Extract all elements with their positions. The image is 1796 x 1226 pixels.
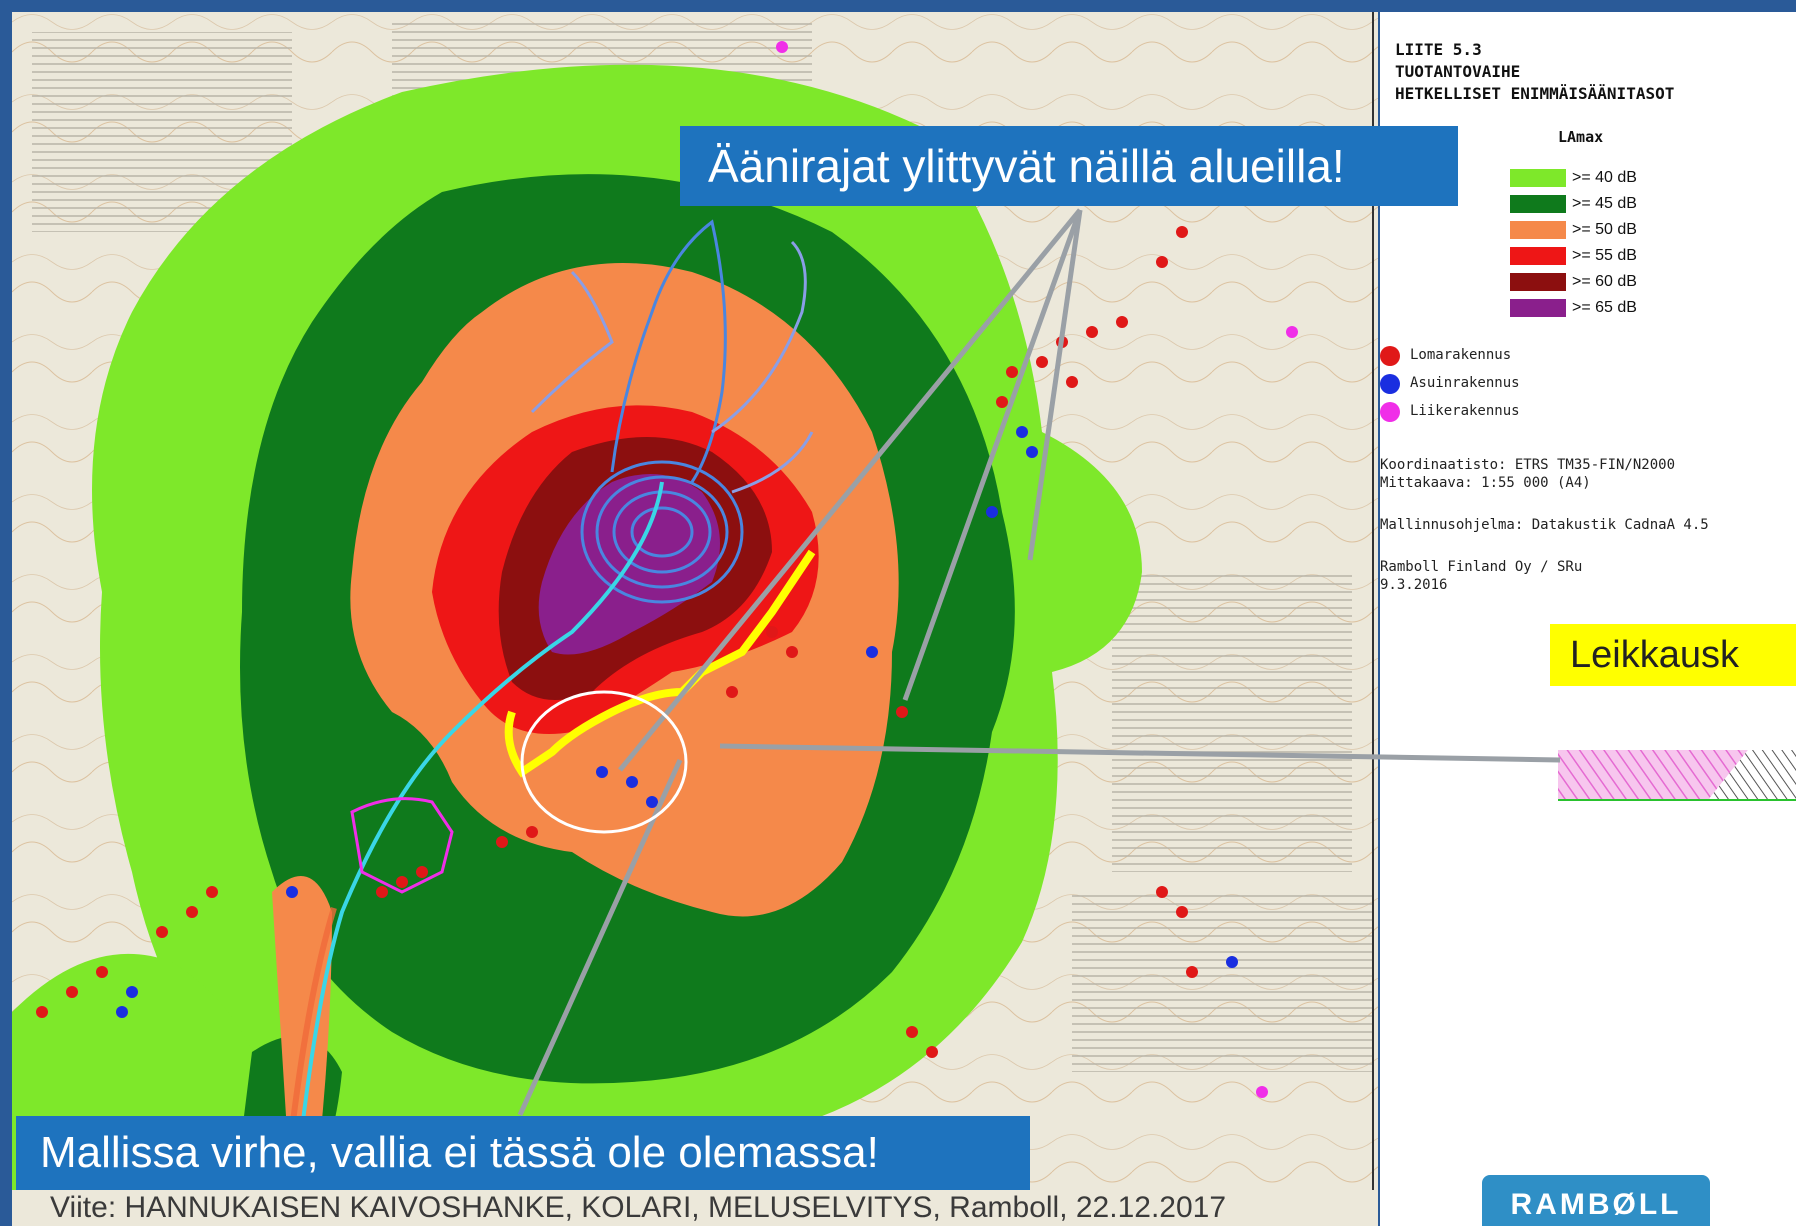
building-dot-icon: [1380, 346, 1400, 366]
legend-swatch: [1510, 195, 1566, 213]
ramboll-logo: RAMBØLL: [1482, 1175, 1710, 1226]
legend-title-line-2: TUOTANTOVAIHE: [1395, 62, 1521, 81]
area-boundary: [350, 797, 454, 894]
legend-building-label: Lomarakennus: [1410, 347, 1512, 363]
holiday-buildings: [36, 226, 1198, 1058]
field-stripes-e: [1112, 572, 1352, 872]
building-dot-icon: [1380, 374, 1400, 394]
source-reference: Viite: HANNUKAISEN KAIVOSHANKE, KOLARI, …: [50, 1191, 1227, 1224]
noise-wall-line: [504, 549, 816, 778]
legend-swatch: [1510, 169, 1566, 187]
legend-building-label: Asuinrakennus: [1410, 375, 1520, 391]
highlight-circle: [520, 690, 688, 834]
legend-swatch: [1510, 273, 1566, 291]
section-hatch-graphic: [1558, 750, 1796, 801]
map-date: 9.3.2016: [1380, 577, 1448, 593]
legend-level-label: >= 40 dB: [1572, 169, 1637, 186]
modelling-software: Mallinnusohjelma: Datakustik CadnaA 4.5: [1380, 517, 1709, 533]
noise-contour-map: [12, 12, 1378, 1226]
coordinate-system: Koordinaatisto: ETRS TM35-FIN/N2000: [1380, 457, 1676, 473]
callout-limits-exceeded: Äänirajat ylittyvät näillä alueilla!: [680, 126, 1458, 206]
road-line: [290, 481, 664, 1223]
legend-title-line-1: LIITE 5.3: [1395, 40, 1482, 59]
legend-title-line-3: HETKELLISET ENIMMÄISÄÄNITASOT: [1395, 84, 1675, 103]
noise-map[interactable]: [12, 12, 1378, 1226]
legend-panel: LIITE 5.3 TUOTANTOVAIHE HETKELLISET ENIM…: [1380, 12, 1796, 1226]
legend-building-label: Liikerakennus: [1410, 403, 1520, 419]
legend-level-label: >= 50 dB: [1572, 221, 1637, 238]
legend-level-label: >= 60 dB: [1572, 273, 1637, 290]
building-dot-icon: [1380, 402, 1400, 422]
section-label: Leikkausk: [1550, 624, 1796, 686]
field-stripes-se: [1072, 892, 1372, 1072]
callout-model-error: Mallissa virhe, vallia ei tässä ole olem…: [16, 1116, 1030, 1190]
author: Ramboll Finland Oy / SRu: [1380, 559, 1583, 575]
panel-divider: [1372, 12, 1374, 1226]
legend-swatch: [1510, 221, 1566, 239]
legend-swatch: [1510, 299, 1566, 317]
map-scale: Mittakaava: 1:55 000 (A4): [1380, 475, 1591, 491]
source-bar: [12, 1190, 1378, 1226]
legend-swatch: [1510, 247, 1566, 265]
commercial-buildings: [776, 41, 1298, 1098]
pointer-arrows: [517, 208, 1561, 1117]
lamax-heading: LAmax: [1558, 128, 1604, 146]
residential-buildings: [116, 426, 1238, 1018]
legend-level-label: >= 45 dB: [1572, 195, 1637, 212]
legend-level-label: >= 55 dB: [1572, 247, 1637, 264]
legend-level-label: >= 65 dB: [1572, 299, 1637, 316]
